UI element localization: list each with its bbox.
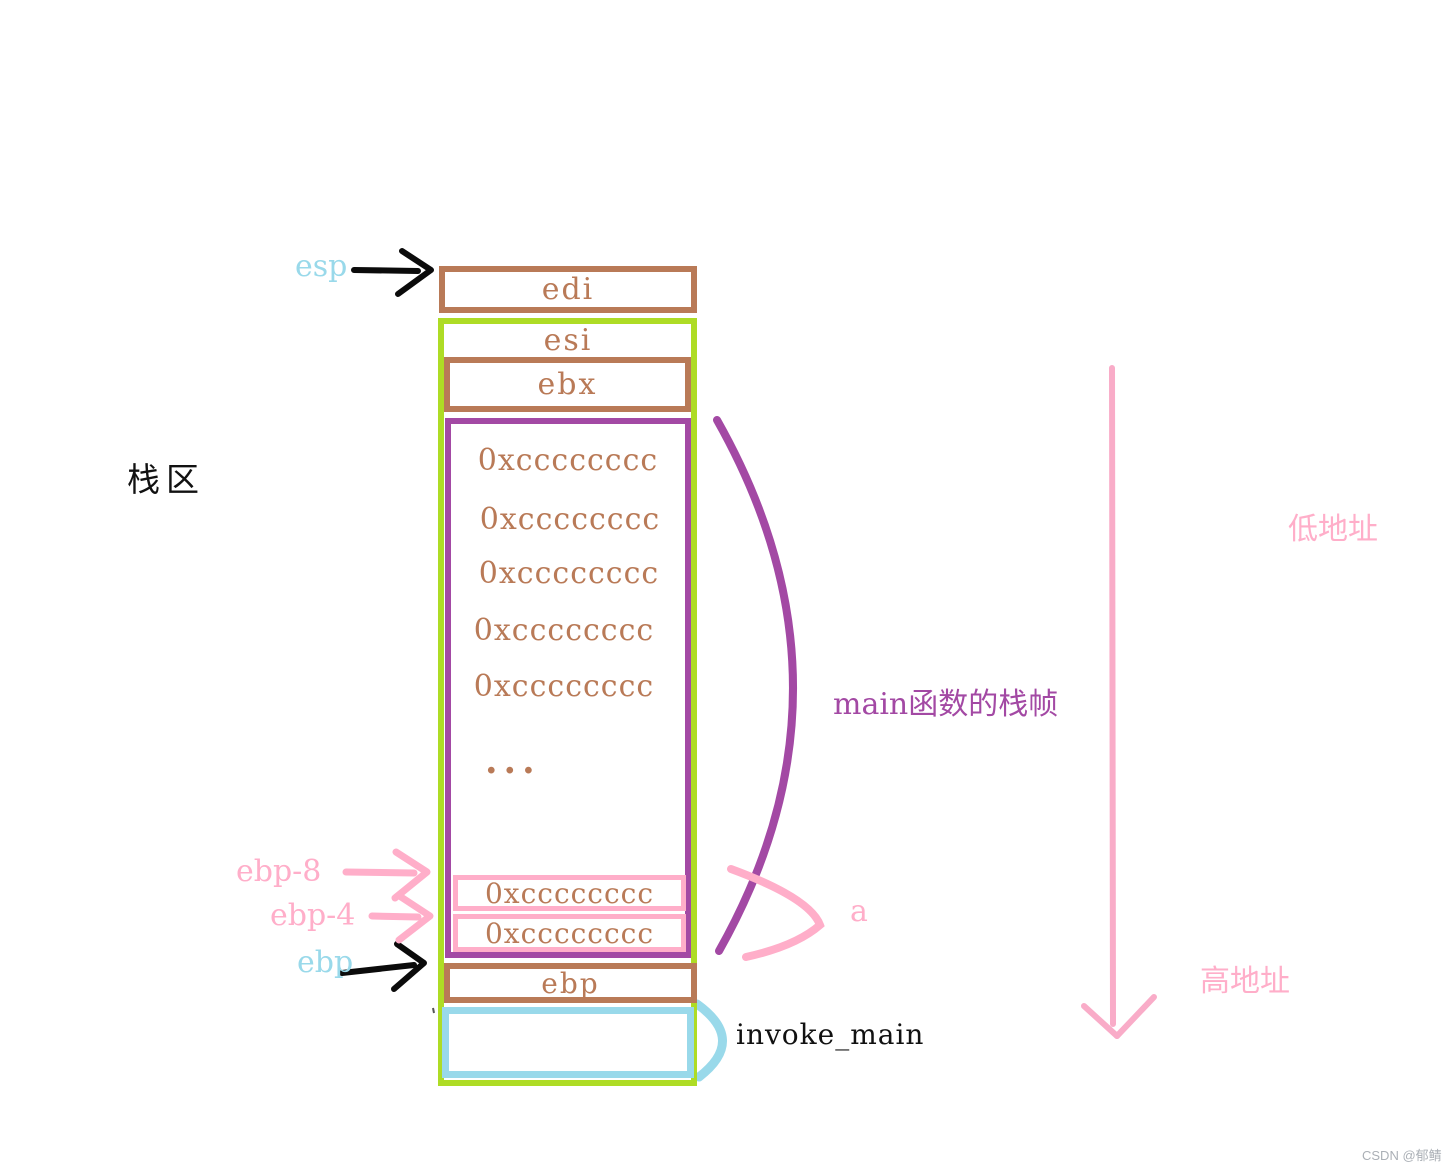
main-frame-label: main函数的栈帧 xyxy=(833,687,1059,722)
invoke-main-brace xyxy=(692,999,727,1082)
ebp-pointer-label: ebp xyxy=(297,945,354,980)
local-value: 0xcccccccc xyxy=(484,916,655,950)
address-direction-arrow xyxy=(1081,365,1157,1039)
local-var-slot-ebp-8: 0xcccccccc xyxy=(453,875,686,911)
ebp-minus-8-label: ebp-8 xyxy=(236,854,322,889)
ebx-value: ebx xyxy=(537,367,598,402)
ellipsis-row: ... xyxy=(485,740,541,782)
stack-outer-frame xyxy=(438,318,697,1086)
local-value: 0xcccccccc xyxy=(484,876,655,910)
esi-value: esi xyxy=(543,322,593,358)
local-var-slot-ebp-4: 0xcccccccc xyxy=(453,914,686,952)
main-frame-box xyxy=(445,418,691,958)
ebp-arrow xyxy=(339,941,427,992)
stray-mark xyxy=(432,1007,435,1014)
fill-value-row: 0xcccccccc xyxy=(473,613,655,648)
high-address-label: 高地址 xyxy=(1200,964,1290,999)
ebp-4-arrow xyxy=(368,893,434,944)
stack-slot-ebx: ebx xyxy=(444,357,691,412)
ebp-8-arrow xyxy=(342,848,431,902)
invoke-main-slot xyxy=(442,1007,694,1078)
watermark: CSDN @郁鲭 xyxy=(1362,1148,1442,1163)
fill-value-row: 0xcccccccc xyxy=(473,669,655,704)
stack-slot-edi: edi xyxy=(439,266,697,313)
saved-ebp-value: ebp xyxy=(541,966,600,1000)
fill-value-row: 0xcccccccc xyxy=(478,556,660,591)
low-address-label: 低地址 xyxy=(1288,512,1378,547)
invoke-main-label: invoke_main xyxy=(736,1018,925,1051)
fill-value-row: 0xcccccccc xyxy=(477,443,659,478)
ebp-minus-4-label: ebp-4 xyxy=(270,898,356,933)
fill-value-row: 0xcccccccc xyxy=(479,502,661,537)
local-var-a-label: a xyxy=(850,894,868,929)
stack-slot-saved-ebp: ebp xyxy=(444,963,697,1003)
stack-region-label: 栈区 xyxy=(127,460,205,499)
a-brace xyxy=(727,865,825,961)
edi-value: edi xyxy=(541,272,595,307)
esp-pointer-label: esp xyxy=(295,249,348,284)
esp-arrow xyxy=(351,248,434,297)
stack-slot-esi: esi xyxy=(445,322,691,358)
